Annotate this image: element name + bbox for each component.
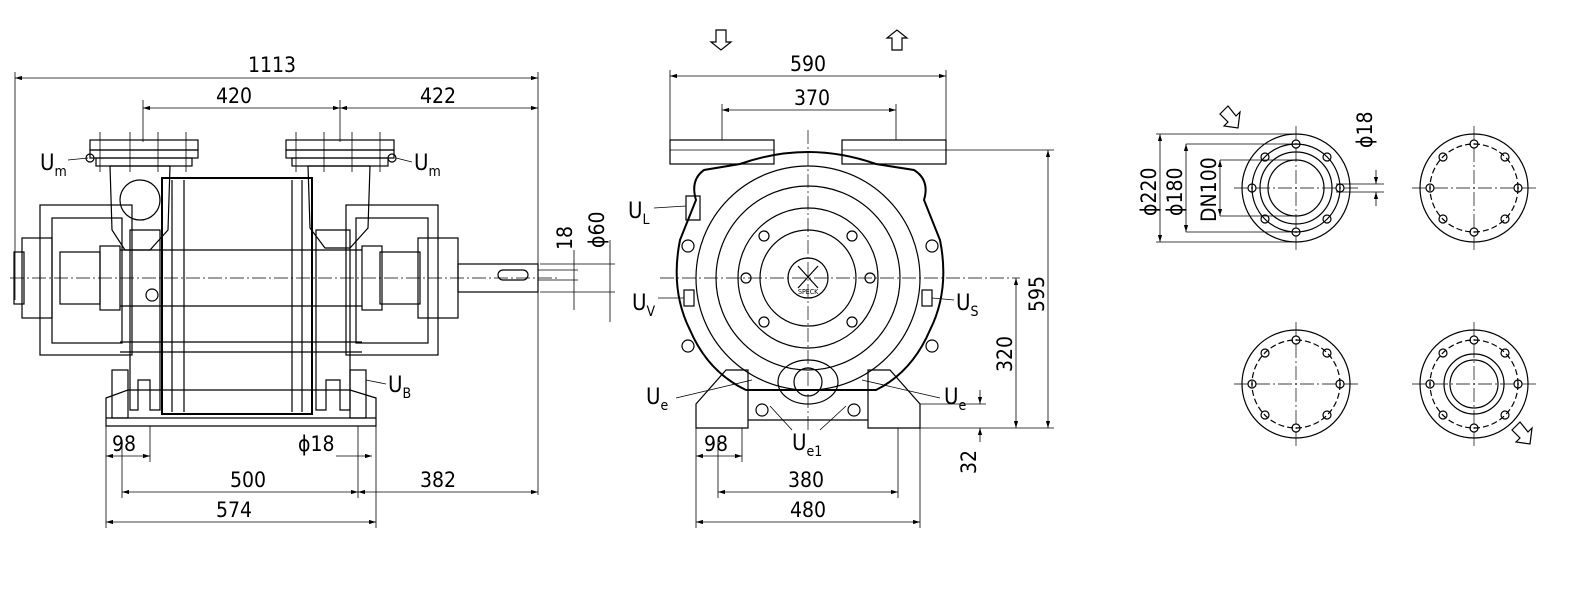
label-ue-left: Ue: [646, 385, 669, 414]
dim-end-vertical: 595 320 32: [920, 149, 1054, 474]
speck-logo-text: SPECK: [798, 288, 819, 296]
dim-32-label: 32: [957, 450, 981, 474]
dim-98-side-label: 98: [112, 432, 136, 456]
flange-bottom-right: [1412, 322, 1536, 446]
end-discharge-flange: [841, 139, 947, 165]
flange-top-left: ϕ220 ϕ180 DN100 ϕ18: [1137, 112, 1384, 250]
label-ub: UB: [388, 373, 411, 402]
dim-bolt-hole-label: ϕ18: [1353, 112, 1377, 149]
dim-500-label: 500: [230, 468, 266, 492]
end-suction-flange: [669, 139, 775, 165]
dim-370-label: 370: [794, 86, 830, 110]
dim-shaft: 18 ϕ60: [538, 212, 615, 322]
dim-overall-length: 1113: [14, 53, 539, 495]
dim-flange-offsets: 420 422: [142, 84, 538, 142]
dim-dn100-label: DN100: [1197, 157, 1221, 222]
left-bracket: [39, 204, 133, 356]
dim-180-label: ϕ180: [1163, 167, 1187, 216]
end-view: 590 370 SPECK: [628, 29, 1054, 528]
end-casing: [675, 151, 945, 391]
dim-420-label: 420: [216, 84, 252, 108]
dim-end-top: 590 370: [669, 52, 947, 140]
label-ue1: Ue1: [792, 431, 822, 460]
dim-shaft-60-label: ϕ60: [585, 212, 609, 249]
dim-574-label: 574: [216, 498, 252, 522]
side-view: 1113 420 422: [10, 53, 615, 528]
outlet-arrow-icon: [885, 29, 909, 51]
right-bracket: [345, 204, 439, 356]
speck-logo-icon: [797, 265, 819, 289]
dim-320-label: 320: [993, 336, 1017, 372]
discharge-head: [307, 165, 371, 249]
dim-480-label: 480: [790, 498, 826, 522]
inlet-arrow-icon: [709, 29, 733, 51]
label-us: US: [956, 291, 979, 320]
label-um-left: Um: [40, 151, 67, 180]
label-ue-right: Ue: [944, 385, 967, 414]
flange-top-right: [1412, 126, 1536, 250]
end-foot-right: [867, 369, 921, 429]
dim-key-18-label: 18: [553, 226, 577, 250]
dim-1113-label: 1113: [248, 53, 296, 77]
dim-382-label: 382: [420, 468, 456, 492]
drain-port: [777, 359, 839, 405]
dim-end-bottom: 98 380 480: [695, 428, 921, 528]
label-ul: UL: [628, 199, 650, 228]
label-um-right: Um: [414, 151, 441, 180]
end-foot-left: [695, 369, 749, 429]
label-uv: UV: [632, 291, 656, 320]
pump-body: [161, 177, 313, 415]
dim-220-label: ϕ220: [1137, 167, 1161, 216]
dim-380-label: 380: [788, 468, 824, 492]
dim-422-label: 422: [420, 84, 456, 108]
dim-590-label: 590: [790, 52, 826, 76]
flange-outlet-arrow-icon: [1511, 421, 1533, 445]
dim-595-label: 595: [1025, 276, 1049, 312]
suction-flange: [85, 132, 199, 172]
flange-detail: ϕ220 ϕ180 DN100 ϕ18: [1137, 105, 1536, 446]
flange-bottom-left: [1234, 322, 1360, 446]
drive-shaft: [10, 263, 560, 293]
base-frame: [105, 389, 377, 427]
dim-foot-hole-label: ϕ18: [298, 432, 335, 456]
flange-inlet-arrow-icon: [1219, 105, 1241, 129]
dim-bottom-side: 98 ϕ18 500 382 574: [105, 426, 538, 528]
dim-98-end-label: 98: [704, 432, 728, 456]
